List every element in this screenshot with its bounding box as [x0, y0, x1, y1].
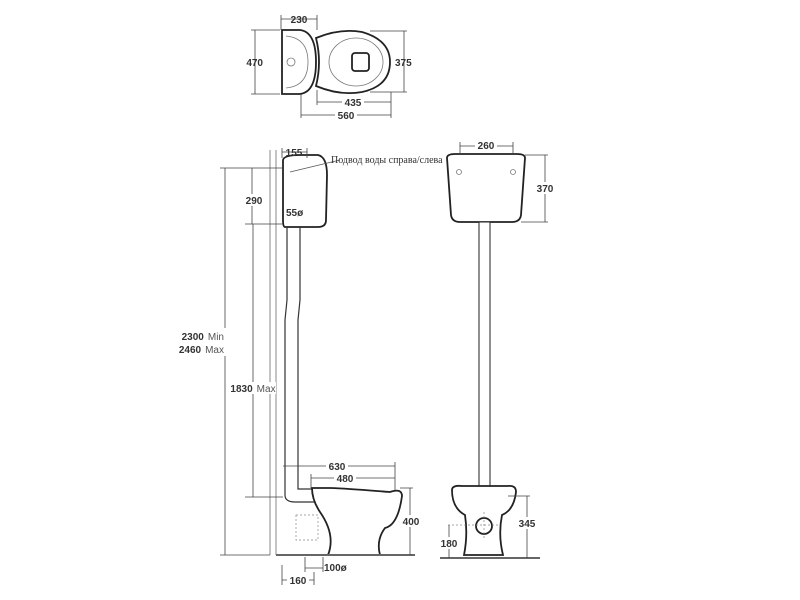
dim-230: 230 [291, 15, 308, 26]
top-view: 230 470 375 435 560 [246, 15, 412, 122]
dim-1830-max: 1830 Max [230, 379, 275, 396]
dim-560: 560 [338, 111, 355, 122]
front-view: 370 260 370 345 180 [438, 140, 556, 559]
dim-370: 370 [537, 184, 554, 195]
dim-435: 435 [345, 98, 362, 109]
dim-400: 400 [403, 517, 420, 528]
side-bowl [311, 487, 403, 556]
front-tank [446, 153, 526, 223]
dim-260-label: 260 [478, 141, 495, 152]
dim-155: 155 [286, 148, 303, 159]
seat-hinge [351, 52, 370, 72]
side-tank [282, 154, 328, 228]
dim-2300-min: 2300 Min [182, 327, 224, 344]
top-tank-outline [281, 29, 317, 95]
wall [269, 150, 277, 555]
dim-2460-max: 2460 Max [179, 340, 224, 357]
dim-180: 180 [441, 539, 458, 550]
dim-470: 470 [246, 58, 263, 69]
dim-630: 630 [329, 462, 346, 473]
flush-pipe [284, 227, 318, 503]
dim-100-diameter: 100ø [324, 563, 348, 574]
dim-480: 480 [337, 474, 354, 485]
dim-55-diameter: 55ø [286, 208, 304, 219]
dim-345: 345 [519, 519, 536, 530]
water-inlet-note: Подвод воды справа/слева [331, 155, 443, 166]
side-view: 155 Подвод воды справа/слева 290 55ø 230… [179, 148, 443, 587]
dim-160: 160 [290, 576, 307, 587]
front-flush-pipe [478, 221, 491, 495]
dim-375: 375 [395, 58, 412, 69]
dim-290: 290 [246, 196, 263, 207]
